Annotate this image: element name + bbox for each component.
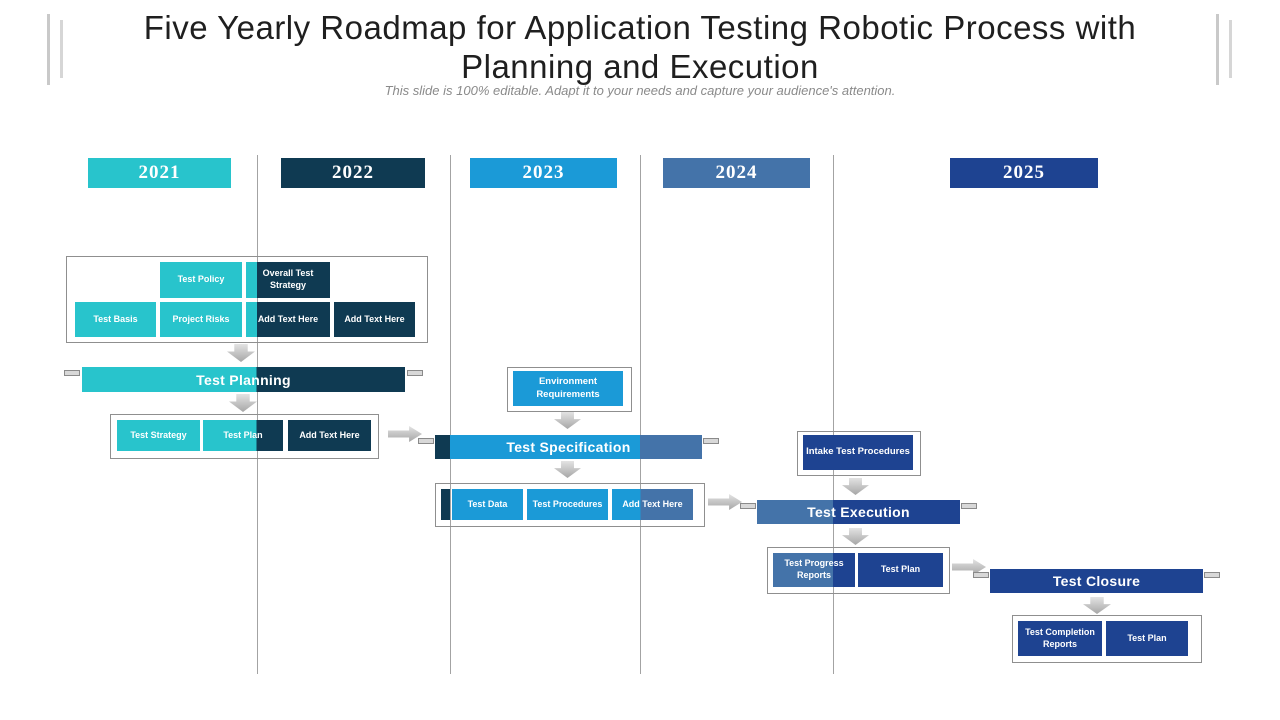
- right-quote-bar-icon: [1229, 20, 1232, 78]
- bar-end-cap: [740, 503, 756, 509]
- planning-details-group: [110, 414, 379, 459]
- page-subtitle: This slide is 100% editable. Adapt it to…: [384, 83, 896, 98]
- bar-end-cap: [703, 438, 719, 444]
- arrow-down-icon: [229, 394, 257, 412]
- left-quote-bar-icon: [47, 14, 50, 85]
- chip-test-completion-reports[interactable]: Test Completion Reports: [1018, 621, 1102, 656]
- year-divider-line: [833, 155, 834, 674]
- chip-intake-test-procedures[interactable]: Intake Test Procedures: [803, 435, 913, 470]
- chip-environment-requirements[interactable]: Environment Requirements: [513, 371, 623, 406]
- arrow-down-icon: [554, 461, 581, 478]
- year-header-2022[interactable]: 2022: [281, 158, 425, 188]
- arrow-down-icon: [842, 528, 869, 545]
- chip-test-data[interactable]: Test Data: [452, 489, 523, 520]
- chip-overall-test-strategy[interactable]: Overall Test Strategy: [246, 262, 330, 298]
- chip-add-text[interactable]: Add Text Here: [288, 420, 371, 451]
- right-quote-bar-icon: [1216, 14, 1219, 85]
- bar-end-cap: [407, 370, 423, 376]
- year-divider-line: [450, 155, 451, 674]
- left-quote-bar-icon: [60, 20, 63, 78]
- spec-details-group: [435, 483, 705, 527]
- phase-bar-test-planning[interactable]: Test Planning: [82, 367, 405, 392]
- closure-details-group: [1012, 615, 1202, 663]
- bar-end-cap: [64, 370, 80, 376]
- arrow-down-icon: [842, 478, 869, 495]
- chip-test-basis[interactable]: Test Basis: [75, 302, 156, 337]
- arrow-down-icon: [1083, 597, 1111, 614]
- chip-test-plan[interactable]: Test Plan: [858, 553, 943, 587]
- chip-test-policy[interactable]: Test Policy: [160, 262, 242, 298]
- year-divider-line: [640, 155, 641, 674]
- spec-input-group: [507, 367, 632, 412]
- arrow-down-icon: [227, 344, 255, 362]
- arrow-right-icon: [708, 494, 742, 510]
- phase-bar-test-closure[interactable]: Test Closure: [990, 569, 1203, 593]
- chip-add-text[interactable]: Add Text Here: [612, 489, 693, 520]
- year-header-2024[interactable]: 2024: [663, 158, 810, 188]
- segment-sliver: [441, 489, 450, 520]
- arrow-right-icon: [388, 426, 422, 442]
- execution-input-group: [797, 431, 921, 476]
- bar-end-cap: [1204, 572, 1220, 578]
- page-title: Five Yearly Roadmap for Application Test…: [143, 9, 1137, 85]
- phase-bar-test-specification[interactable]: Test Specification: [435, 435, 702, 459]
- arrow-down-icon: [554, 412, 581, 429]
- chip-add-text[interactable]: Add Text Here: [334, 302, 415, 337]
- execution-details-group: [767, 547, 950, 594]
- chip-test-procedures[interactable]: Test Procedures: [527, 489, 608, 520]
- chip-test-plan[interactable]: Test Plan: [203, 420, 283, 451]
- year-header-2023[interactable]: 2023: [470, 158, 617, 188]
- phase-bar-test-execution[interactable]: Test Execution: [757, 500, 960, 524]
- planning-docs-group: [66, 256, 428, 343]
- chip-add-text[interactable]: Add Text Here: [246, 302, 330, 337]
- bar-end-cap: [418, 438, 434, 444]
- bar-end-cap: [973, 572, 989, 578]
- chip-test-strategy[interactable]: Test Strategy: [117, 420, 200, 451]
- bar-end-cap: [961, 503, 977, 509]
- year-header-2021[interactable]: 2021: [88, 158, 231, 188]
- year-header-2025[interactable]: 2025: [950, 158, 1098, 188]
- chip-project-risks[interactable]: Project Risks: [160, 302, 242, 337]
- chip-test-progress-reports[interactable]: Test Progress Reports: [773, 553, 855, 587]
- chip-test-plan[interactable]: Test Plan: [1106, 621, 1188, 656]
